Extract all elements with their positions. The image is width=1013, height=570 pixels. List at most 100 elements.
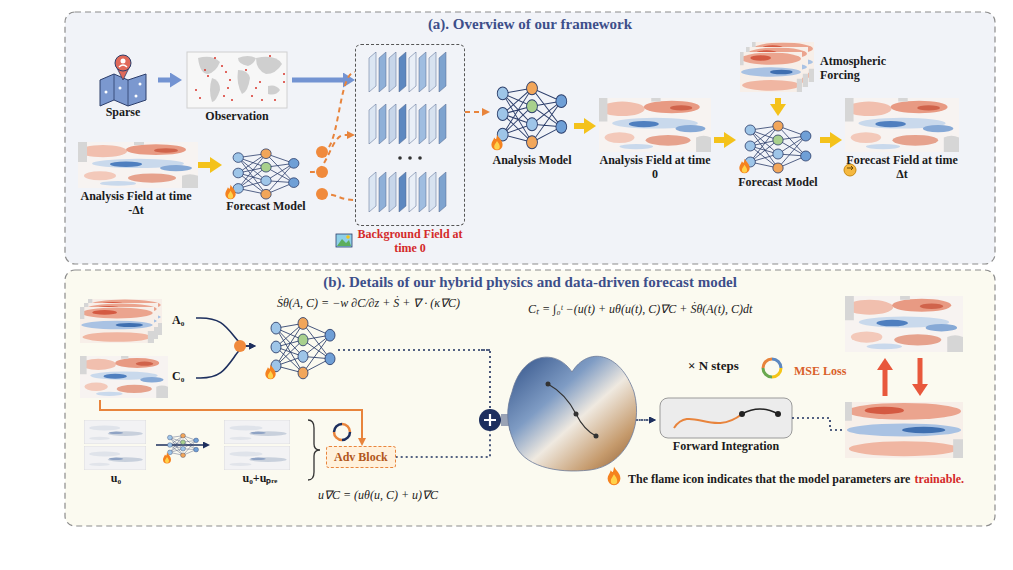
source-network-icon	[265, 365, 275, 380]
sparse-map-icon	[100, 55, 146, 106]
sparse-map-icon	[119, 87, 122, 90]
branch-dots	[322, 72, 355, 152]
ocean-field-image	[599, 98, 711, 152]
caption-text: Analysis Field at time -Δt	[74, 190, 198, 218]
observation-map	[256, 57, 282, 74]
figure-block: u₀	[76, 418, 156, 486]
caption-text: Analysis Field at time 0	[596, 154, 714, 182]
loss-arrows	[912, 384, 928, 396]
network-block: Ṡθ(A, C) = −w ∂C/∂z + Ṡ + ∇ · (κ∇C)	[256, 296, 481, 383]
note-highlight: trainable.	[914, 472, 964, 487]
figure-block: Observation	[182, 50, 292, 124]
velocity-field-image	[84, 420, 290, 470]
integration-box	[660, 398, 792, 438]
velocity-field-image	[163, 453, 171, 464]
observation-map	[221, 65, 223, 67]
branch-dots	[316, 146, 328, 158]
observation-map	[255, 87, 257, 89]
figure-block: Analysis Field at time -Δt	[74, 140, 198, 218]
observation-map	[268, 86, 280, 95]
prediction-images	[845, 296, 963, 352]
velocity-field-image	[224, 420, 290, 444]
integration-box	[739, 411, 745, 417]
connector-arrow	[292, 78, 343, 83]
loss-arrows	[877, 358, 893, 370]
observation-map	[283, 73, 285, 75]
figure-block: Analysis Field at time 0	[596, 96, 714, 182]
loss-arrows	[877, 358, 928, 396]
observation-map	[225, 71, 227, 73]
integration-box	[775, 411, 781, 417]
observation-map	[269, 55, 271, 57]
background-stacks	[408, 156, 412, 160]
connector-arrow	[158, 78, 170, 83]
sparse-map-icon	[121, 59, 126, 64]
observation-map	[207, 75, 209, 77]
box-label: Adv Block	[334, 450, 388, 465]
velocity-field-image	[84, 446, 146, 470]
network-icon	[225, 82, 811, 199]
connector-arrow	[310, 135, 347, 172]
caption-text: Forward Integration	[656, 440, 796, 454]
observation-map	[283, 81, 285, 83]
velocity-field-image	[84, 420, 146, 444]
velocity-field-image	[167, 433, 198, 457]
atmospheric-forcing-image	[740, 42, 814, 92]
c0-field-image	[80, 356, 168, 398]
background-icon	[337, 239, 351, 246]
refresh-icon	[772, 359, 781, 368]
source-network-icon	[265, 318, 490, 380]
figure-block: Forecast Model	[222, 144, 310, 214]
figure-block: Forward Integration	[656, 396, 796, 454]
background-stacks	[418, 156, 422, 160]
flame-icon	[608, 467, 621, 485]
sparse-map-icon	[114, 74, 128, 106]
figure-block: Analysis Model	[490, 74, 574, 168]
background-stacks	[369, 172, 446, 212]
caption-text: Forecast Model	[736, 176, 820, 190]
loss-surface	[594, 434, 599, 439]
observation-map	[231, 99, 233, 101]
process-box: Adv Block	[326, 446, 396, 468]
caption-text: A₀	[172, 314, 184, 328]
observation-map	[187, 52, 287, 108]
connector-arrow	[775, 98, 781, 104]
loss-surface	[508, 356, 637, 471]
sum-node	[479, 409, 501, 431]
a0-field-stack	[80, 307, 154, 343]
panel-title: (a). Overview of our framework	[65, 12, 995, 33]
bracket	[308, 420, 320, 480]
integration-box	[660, 398, 792, 438]
integration-box	[742, 409, 778, 414]
caption-text: Analysis Model	[490, 154, 574, 168]
observation-map	[214, 57, 216, 59]
loss-surface	[508, 356, 637, 471]
refresh-icon	[763, 359, 772, 368]
connector-arrow	[198, 162, 210, 168]
refresh-icon	[763, 368, 772, 377]
dashed-group-box: Background Field at time 0	[355, 44, 465, 226]
note-block: The flame icon indicates that the model …	[628, 468, 968, 488]
loss-surface	[548, 384, 596, 436]
background-icon	[336, 234, 352, 247]
observation-map	[274, 99, 276, 101]
figure-block: A₀	[76, 298, 196, 344]
sparse-map-icon	[139, 83, 142, 86]
bracket	[308, 420, 320, 480]
observation-map	[259, 81, 261, 83]
connector-arrow	[465, 111, 482, 113]
loss-surface	[574, 412, 579, 417]
ocean-field-image	[78, 98, 959, 188]
caption-text: Sparse	[88, 106, 158, 120]
network-icon	[491, 135, 502, 151]
note-text: The flame icon indicates that the model …	[628, 472, 910, 486]
equation-text: Ṡθ(A, C) = −w ∂C/∂z + Ṡ + ∇ · (κ∇C)	[256, 296, 481, 311]
caption-text: u₀	[76, 472, 156, 486]
atmospheric-forcing-image	[740, 52, 802, 92]
velocity-field-image	[224, 446, 290, 470]
background-stacks	[369, 52, 446, 92]
panel-background	[65, 270, 995, 526]
integration-box	[674, 414, 742, 428]
ocean-field-image	[78, 142, 198, 188]
